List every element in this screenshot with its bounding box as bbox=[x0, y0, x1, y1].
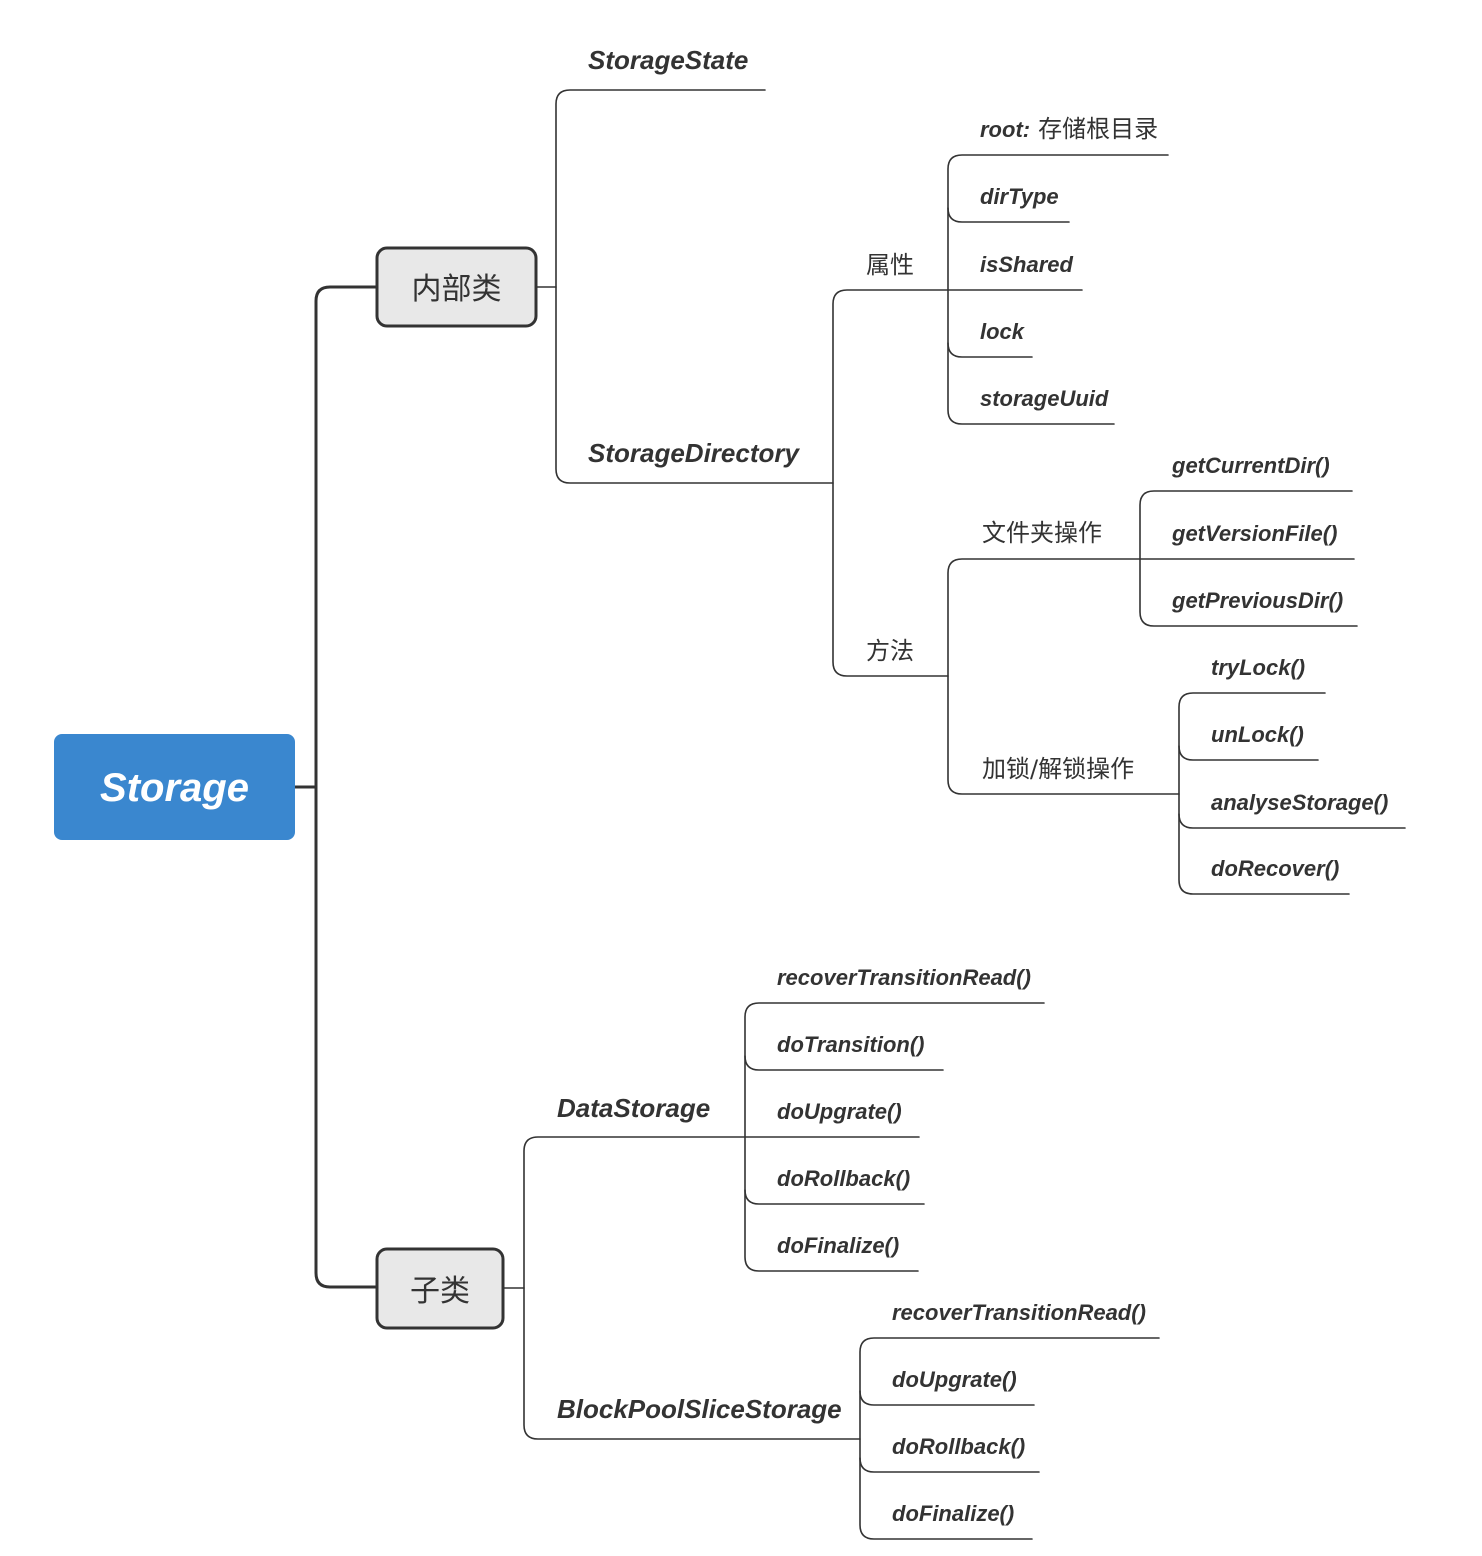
node-block-pool-slice-storage: BlockPoolSliceStorage bbox=[557, 1394, 842, 1424]
connector-inner-classes-branches bbox=[555, 89, 834, 484]
node-methods: 方法 bbox=[866, 637, 914, 665]
topic-inner-classes-label: 内部类 bbox=[412, 272, 502, 307]
data-storage-method-recover-transition-read: recoverTransitionRead() bbox=[777, 965, 1031, 990]
root-node-box bbox=[54, 734, 295, 840]
topic-inner-classes: 内部类 bbox=[375, 246, 538, 328]
connector-lock-ops-unlock bbox=[1178, 745, 1319, 761]
topic-subclasses: 子类 bbox=[375, 1247, 505, 1330]
connector-attr-lock bbox=[947, 342, 1033, 358]
connector-root-branches bbox=[314, 285, 379, 1289]
connector-block-pool-do-rollback bbox=[859, 1457, 1040, 1473]
attr-lock: lock bbox=[980, 319, 1026, 344]
root-node-label: Storage bbox=[100, 766, 249, 810]
node-storage-state: StorageState bbox=[588, 45, 748, 75]
data-storage-method-do-transition: doTransition() bbox=[777, 1032, 924, 1057]
block-pool-method-do-rollback: doRollback() bbox=[892, 1434, 1025, 1459]
topic-inner-classes-box bbox=[375, 246, 538, 328]
connector-subclasses-branches bbox=[523, 1136, 861, 1440]
node-storage-directory: StorageDirectory bbox=[588, 438, 800, 468]
attr-root-name: root: bbox=[980, 117, 1030, 142]
method-get-previous-dir: getPreviousDir() bbox=[1171, 588, 1343, 613]
block-pool-method-do-finalize: doFinalize() bbox=[892, 1501, 1014, 1526]
method-do-recover: doRecover() bbox=[1211, 856, 1339, 881]
connector-lock-ops-branches bbox=[1178, 692, 1350, 895]
connector-data-storage-do-rollback bbox=[744, 1189, 925, 1205]
data-storage-method-do-upgrate: doUpgrate() bbox=[777, 1099, 902, 1124]
connector-block-pool-do-upgrate bbox=[859, 1390, 1035, 1406]
block-pool-method-recover-transition-read: recoverTransitionRead() bbox=[892, 1300, 1146, 1325]
method-get-current-dir: getCurrentDir() bbox=[1171, 453, 1330, 478]
node-data-storage: DataStorage bbox=[557, 1093, 710, 1123]
attr-isshared: isShared bbox=[980, 252, 1073, 277]
attr-dirtype: dirType bbox=[980, 184, 1059, 209]
attr-root: root: 存储根目录 bbox=[980, 115, 1158, 143]
connector-attr-dirtype bbox=[947, 207, 1070, 223]
connector-block-pool-branches bbox=[859, 1337, 1160, 1540]
connectors bbox=[293, 89, 1406, 1540]
attr-storageuuid: storageUuid bbox=[980, 386, 1109, 411]
method-analyse-storage: analyseStorage() bbox=[1211, 790, 1388, 815]
connector-data-storage-do-transition bbox=[744, 1055, 944, 1071]
data-storage-method-do-rollback: doRollback() bbox=[777, 1166, 910, 1191]
method-get-version-file: getVersionFile() bbox=[1171, 521, 1337, 546]
node-folder-ops: 文件夹操作 bbox=[982, 519, 1102, 547]
method-unlock: unLock() bbox=[1211, 722, 1304, 747]
attr-root-note: 存储根目录 bbox=[1038, 115, 1158, 143]
node-lock-ops: 加锁/解锁操作 bbox=[982, 755, 1134, 783]
connector-lock-ops-analyse-storage bbox=[1178, 813, 1406, 829]
method-try-lock: tryLock() bbox=[1211, 655, 1305, 680]
node-attributes: 属性 bbox=[866, 251, 914, 279]
topic-subclasses-label: 子类 bbox=[410, 1274, 470, 1309]
connector-methods-branches bbox=[947, 558, 1180, 795]
topic-subclasses-box bbox=[375, 1247, 505, 1330]
data-storage-method-do-finalize: doFinalize() bbox=[777, 1233, 899, 1258]
connector-storage-directory-branches bbox=[832, 289, 949, 677]
root-node: Storage bbox=[54, 734, 295, 840]
block-pool-method-do-upgrate: doUpgrate() bbox=[892, 1367, 1017, 1392]
